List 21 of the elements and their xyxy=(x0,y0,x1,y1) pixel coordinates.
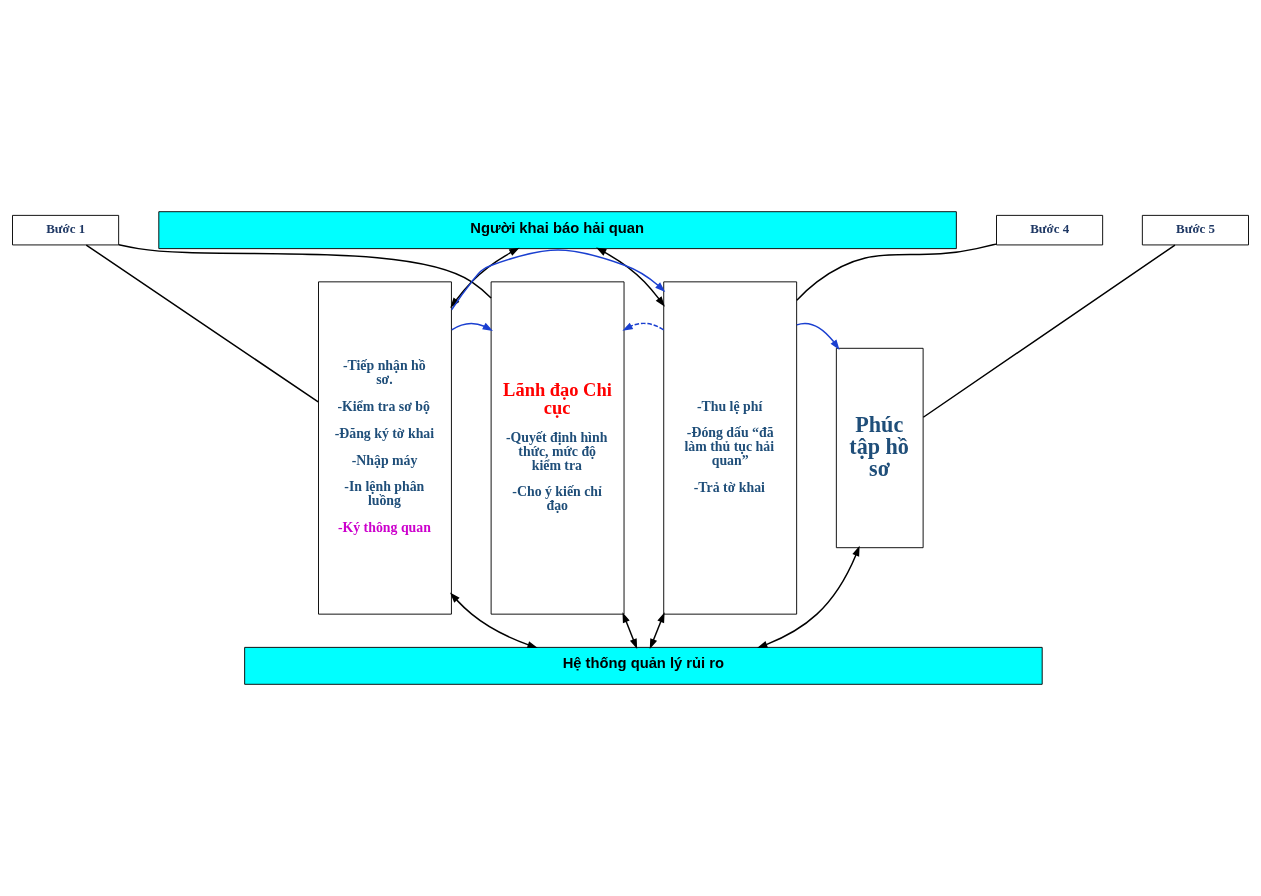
connector xyxy=(118,244,492,299)
connector xyxy=(796,243,997,302)
arrow xyxy=(622,322,665,331)
arrow xyxy=(649,612,665,650)
arrow xyxy=(451,322,493,331)
node-box: Người khai báo hải quan xyxy=(158,211,957,250)
arrow xyxy=(450,592,538,649)
connector xyxy=(85,244,319,403)
node-box: Bước 4 xyxy=(996,214,1104,246)
node-box: Bước 1 xyxy=(12,214,120,246)
arrow xyxy=(796,322,840,350)
arrow xyxy=(596,247,665,307)
node-box: -Thu lệ phí -Đóng dấu “đã làm thủ tục hải quan” -Trả tờ khai xyxy=(663,281,798,615)
connector xyxy=(922,244,1176,418)
node-box: Phúc tập hồ sơ xyxy=(835,347,924,549)
node-box: Bước 5 xyxy=(1141,214,1249,246)
node-box: Lãnh đạo Chi cục -Quyết định hình thức, mức độ kiểm tra -Cho ý kiến chỉ đạo xyxy=(490,281,625,615)
node-box: Hệ thống quản lý rủi ro xyxy=(244,646,1043,685)
arrow xyxy=(622,612,638,650)
arrow xyxy=(757,545,860,649)
node-box: -Tiếp nhận hồ sơ. -Kiểm tra sơ bộ -Đăng ký tờ khai -Nhập máy -In lệnh phân luồng -Ký thông quan xyxy=(318,281,452,615)
